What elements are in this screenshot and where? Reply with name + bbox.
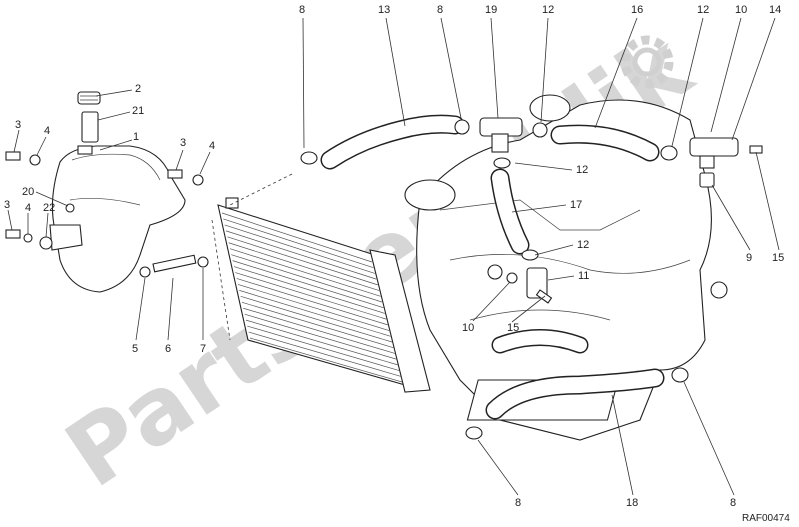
callout-2: 2 bbox=[135, 83, 141, 95]
callout-3: 3 bbox=[15, 119, 21, 131]
radiator-fin bbox=[227, 236, 378, 286]
callout-5: 5 bbox=[132, 343, 138, 355]
gear-icon bbox=[620, 35, 674, 89]
callout-10: 10 bbox=[735, 4, 747, 16]
callout-16: 16 bbox=[631, 4, 643, 16]
radiator-fin bbox=[247, 325, 400, 371]
radiator-fin bbox=[240, 295, 393, 343]
reference-code: RAF00474 bbox=[742, 513, 790, 524]
callout-labels: 8 13 8 19 12 16 12 10 14 2 21 3 4 1 3 4 … bbox=[4, 4, 790, 524]
hose-18 bbox=[485, 368, 665, 420]
callout-15: 15 bbox=[772, 252, 784, 264]
leader-lines bbox=[7, 17, 780, 496]
radiator-fin bbox=[248, 331, 401, 377]
radiator-fin bbox=[225, 230, 377, 280]
callout-6: 6 bbox=[165, 343, 171, 355]
radiator-fin bbox=[231, 254, 383, 303]
filler-cap bbox=[77, 91, 101, 105]
radiator-fin bbox=[243, 307, 395, 354]
callout-18: 18 bbox=[626, 497, 638, 509]
callout-17: 17 bbox=[570, 199, 582, 211]
callout-15: 15 bbox=[507, 322, 519, 334]
hose-16 bbox=[550, 124, 660, 162]
radiator-fin bbox=[245, 319, 398, 366]
callout-14: 14 bbox=[769, 4, 781, 16]
hose-13 bbox=[320, 114, 465, 170]
callout-12: 12 bbox=[697, 4, 709, 16]
callout-7: 7 bbox=[200, 343, 206, 355]
callout-3: 3 bbox=[4, 199, 10, 211]
tank-fasteners bbox=[5, 151, 209, 278]
lower-hose bbox=[491, 329, 589, 354]
radiator-fin bbox=[223, 218, 374, 269]
callout-4: 4 bbox=[209, 140, 215, 152]
callout-13: 13 bbox=[378, 4, 390, 16]
radiator-fin bbox=[224, 224, 375, 274]
radiator-fin bbox=[244, 313, 397, 360]
callout-10: 10 bbox=[462, 322, 474, 334]
callout-8: 8 bbox=[437, 4, 443, 16]
callout-12: 12 bbox=[576, 164, 588, 176]
callout-21: 21 bbox=[132, 105, 144, 117]
radiator-fin bbox=[236, 278, 388, 326]
callout-8: 8 bbox=[299, 4, 305, 16]
callout-22: 22 bbox=[43, 202, 55, 214]
callout-4: 4 bbox=[44, 125, 50, 137]
callout-8: 8 bbox=[515, 497, 521, 509]
callout-12: 12 bbox=[542, 4, 554, 16]
callout-19: 19 bbox=[485, 4, 497, 16]
tee-fitting-19 bbox=[479, 117, 523, 153]
hose-17 bbox=[490, 168, 530, 255]
callout-3: 3 bbox=[180, 137, 186, 149]
radiator-fin bbox=[235, 272, 387, 320]
radiator-fin bbox=[232, 260, 384, 309]
radiator-fin bbox=[249, 337, 403, 383]
radiator-fin bbox=[241, 301, 394, 349]
radiator-fin bbox=[233, 266, 385, 314]
radiator-fin bbox=[239, 290, 391, 337]
callout-20: 20 bbox=[22, 186, 34, 198]
radiator bbox=[217, 197, 431, 393]
filler-neck bbox=[81, 111, 99, 143]
radiator-fin bbox=[229, 248, 381, 297]
bolt-15 bbox=[749, 145, 763, 154]
radiator-fin bbox=[221, 212, 373, 263]
hose-clamps bbox=[300, 119, 689, 440]
callout-8: 8 bbox=[730, 497, 736, 509]
callout-12: 12 bbox=[577, 239, 589, 251]
radiator-fin bbox=[228, 242, 380, 291]
callout-11: 11 bbox=[578, 270, 589, 282]
radiator-fin bbox=[237, 284, 390, 331]
fitting-14 bbox=[689, 137, 739, 188]
callout-1: 1 bbox=[133, 131, 139, 143]
callout-4: 4 bbox=[25, 202, 31, 214]
callout-9: 9 bbox=[746, 252, 752, 264]
